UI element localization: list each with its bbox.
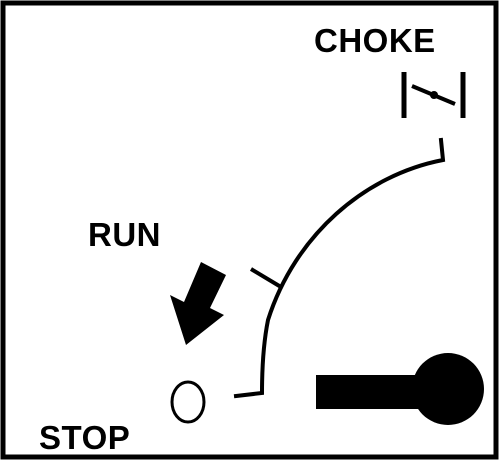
run-label: RUN [88, 216, 161, 253]
control-lever-icon[interactable] [316, 353, 484, 425]
run-detent-tick [249, 267, 283, 289]
choke-label: CHOKE [314, 22, 436, 59]
lever-travel-guide [233, 137, 446, 399]
down-left-arrow-icon [170, 262, 226, 345]
choke-valve-icon [401, 72, 466, 118]
stop-circle-icon [170, 380, 206, 424]
stop-label: STOP [39, 419, 131, 456]
